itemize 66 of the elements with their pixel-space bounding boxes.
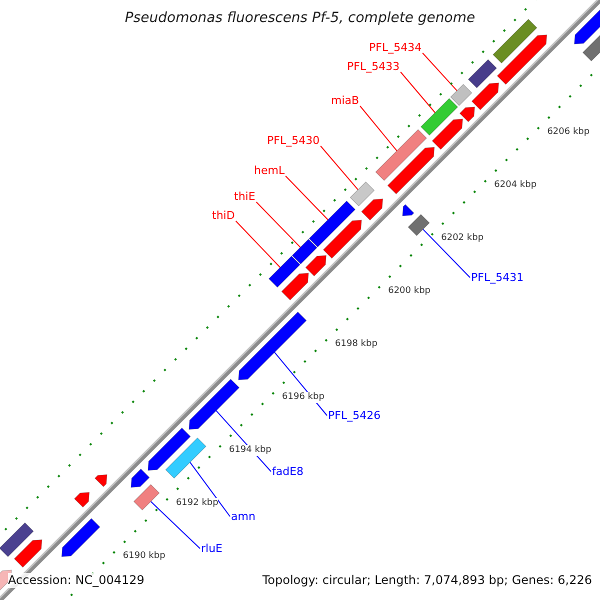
leader-line: [400, 72, 436, 114]
gene-block: [375, 129, 427, 181]
gene-feature: [496, 34, 548, 85]
gene-block: [268, 256, 300, 288]
leader-line: [320, 146, 358, 190]
gene-feature: [94, 474, 108, 488]
leader-line: [190, 462, 230, 517]
scale-label: 6196 kbp: [282, 392, 324, 403]
gene-label: PFL_5431: [471, 271, 524, 284]
leader-line: [235, 220, 281, 268]
gene-feature: [281, 272, 309, 300]
gene-block: [420, 98, 458, 136]
gene-feature: [387, 146, 435, 194]
gene-feature: [361, 198, 384, 221]
gene-block: [408, 214, 430, 236]
gene-feature: [61, 518, 100, 557]
gene-label: amn: [231, 510, 256, 523]
gene-block: [292, 238, 318, 264]
gene-feature: [402, 204, 414, 216]
scale-label: 6200 kbp: [388, 286, 430, 297]
leader-line: [285, 176, 328, 220]
gene-feature: [14, 539, 42, 568]
gene-label: PFL_5426: [328, 409, 381, 422]
gene-feature: [188, 378, 240, 430]
gene-label: thiE: [234, 190, 256, 203]
gene-block: [468, 59, 497, 88]
gene-label: fadE8: [272, 465, 304, 478]
scale-label: 6204 kbp: [494, 180, 537, 191]
leader-line: [422, 228, 470, 278]
gene-feature: [148, 428, 191, 471]
leader-line: [422, 52, 458, 92]
gene-block: [492, 18, 538, 64]
gene-block: [133, 484, 160, 510]
leader-line: [256, 202, 301, 248]
gene-feature: [322, 220, 362, 259]
gene-feature: [459, 106, 475, 122]
gene-label: thiD: [212, 209, 235, 222]
genome-summary-text: Topology: circular; Length: 7,074,893 bp; Genes: 6,226: [262, 573, 592, 588]
title: Pseudomonas fluorescens Pf-5, complete genome: [124, 10, 476, 27]
gene-block: [308, 200, 356, 248]
gene-label: rluE: [201, 542, 223, 555]
leader-line: [360, 106, 398, 152]
gene-block: [350, 182, 375, 206]
scale-label: 6198 kbp: [335, 338, 378, 350]
gene-feature: [238, 312, 307, 380]
gene-feature: [130, 468, 150, 488]
gene-feature: [471, 82, 500, 110]
leader-line: [150, 501, 200, 549]
gene-block: [0, 522, 34, 558]
gene-label: hemL: [254, 164, 285, 177]
gene-block: [165, 437, 206, 479]
scale-label: 6202 kbp: [441, 232, 484, 244]
gene-block: [450, 84, 472, 106]
scale-label: 6194 kbp: [228, 444, 272, 456]
scale-label: 6190 kbp: [122, 550, 166, 562]
accession-text: Accession: NC_004129: [8, 573, 144, 588]
scale-label: 6192 kbp: [176, 498, 218, 509]
gene-label: miaB: [331, 94, 360, 107]
gene-label: PFL_5430: [267, 134, 320, 147]
gene-feature: [432, 118, 463, 150]
gene-feature: [74, 492, 90, 508]
gene-label: PFL_5433: [347, 60, 400, 73]
gene-label: PFL_5434: [369, 41, 422, 54]
gene-feature: [574, 8, 600, 44]
gene-feature: [305, 255, 326, 276]
scale-label: 6206 kbp: [547, 126, 590, 138]
